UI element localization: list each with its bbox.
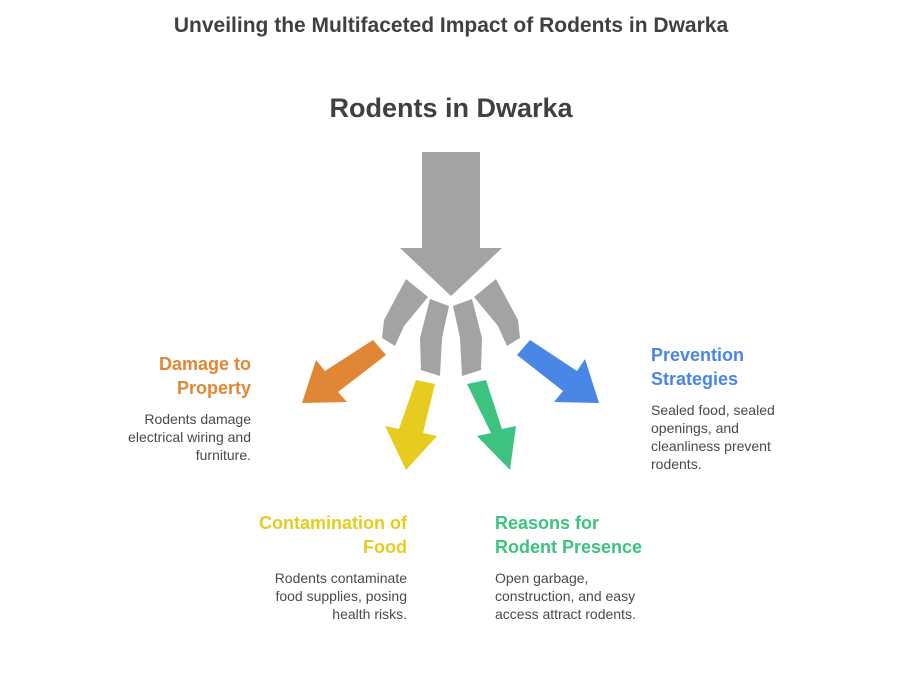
title-line: Prevention	[651, 345, 745, 365]
branch-title: Contamination of Food	[197, 511, 407, 559]
desc-line: Rodents contaminate	[274, 570, 407, 586]
reasons-arrow	[467, 380, 516, 470]
finger-mid-left	[420, 299, 449, 376]
contamination-arrow	[385, 380, 437, 470]
title-line: Damage to	[158, 354, 251, 374]
branch-description: Rodents damage electrical wiring and fur…	[41, 410, 251, 464]
desc-line: food supplies, posing	[275, 588, 407, 604]
desc-line: Open garbage,	[495, 570, 589, 586]
split-fingers	[382, 279, 520, 376]
desc-line: electrical wiring and	[128, 429, 251, 445]
branch-description: Sealed food, sealed openings, and cleanl…	[651, 401, 861, 473]
desc-line: construction, and easy	[495, 588, 636, 604]
desc-line: furniture.	[195, 447, 251, 463]
title-line: Property	[176, 378, 251, 398]
branch-description: Rodents contaminate food supplies, posin…	[197, 569, 407, 623]
prevention-arrow	[517, 340, 599, 403]
title-line: Food	[363, 537, 407, 557]
title-line: Reasons for	[495, 513, 600, 533]
desc-line: Sealed food, sealed	[651, 402, 775, 418]
diagram-title: Unveiling the Multifaceted Impact of Rod…	[173, 14, 729, 37]
desc-line: openings, and	[651, 420, 739, 436]
branch-title: Reasons for Rodent Presence	[495, 511, 705, 559]
finger-far-left	[382, 279, 428, 346]
branch-reasons-for-rodent-presence: Reasons for Rodent Presence Open garbage…	[495, 511, 705, 623]
branch-title: Prevention Strategies	[651, 343, 861, 391]
title-line: Strategies	[651, 369, 739, 389]
finger-far-right	[474, 279, 520, 346]
finger-mid-right	[453, 299, 482, 376]
damage-arrow	[302, 340, 386, 403]
branch-description: Open garbage, construction, and easy acc…	[495, 569, 705, 623]
title-line: Contamination of	[259, 513, 407, 533]
desc-line: rodents.	[651, 456, 702, 472]
desc-line: Rodents damage	[144, 411, 251, 427]
branch-contamination-of-food: Contamination of Food Rodents contaminat…	[197, 511, 407, 623]
branch-title: Damage to Property	[41, 352, 251, 400]
title-line: Rodent Presence	[495, 537, 643, 557]
branch-prevention-strategies: Prevention Strategies Sealed food, seale…	[651, 343, 861, 473]
desc-line: cleanliness prevent	[651, 438, 771, 454]
branch-damage-to-property: Damage to Property Rodents damage electr…	[41, 352, 251, 464]
desc-line: access attract rodents.	[495, 606, 636, 622]
main-arrow	[400, 152, 502, 296]
desc-line: health risks.	[332, 606, 407, 622]
central-topic: Rodents in Dwarka	[329, 93, 573, 123]
